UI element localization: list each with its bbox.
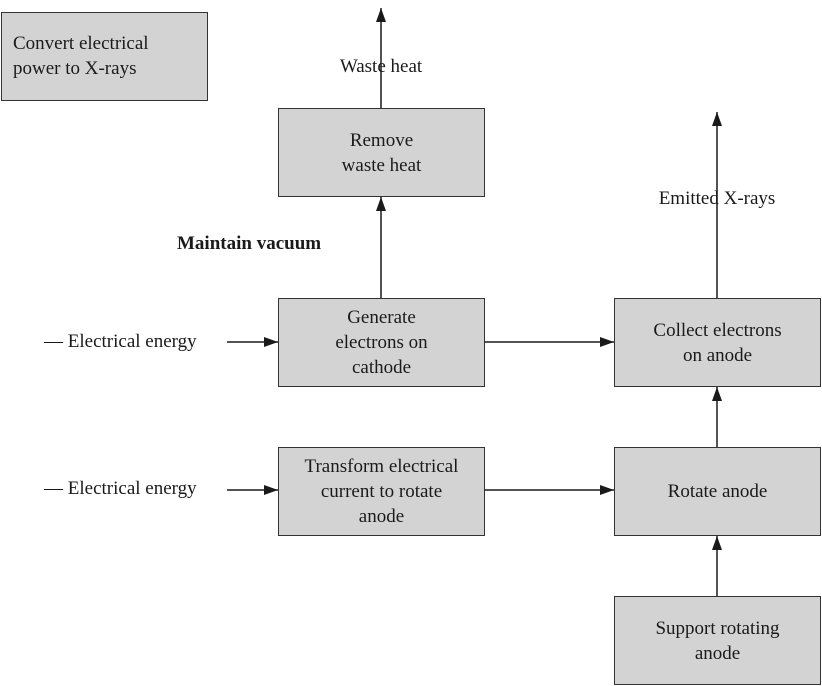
electrical-energy-label-top: — Electrical energy	[44, 331, 197, 352]
remove-waste-heat-label: Remove waste heat	[341, 129, 422, 176]
rotate-anode-label: Rotate anode	[667, 481, 768, 502]
electrical-energy-label-bottom: — Electrical energy	[44, 478, 197, 499]
collect-electrons-label: Collect electrons on anode	[653, 319, 782, 366]
generate-electrons-box: Generate electrons on cathode	[278, 298, 485, 387]
support-anode-box: Support rotating anode	[614, 596, 821, 685]
transform-current-box: Transform electrical current to rotate a…	[278, 447, 485, 536]
title-box: Convert electrical power to X-rays	[1, 12, 208, 101]
generate-electrons-label: Generate electrons on cathode	[335, 307, 428, 378]
maintain-vacuum-label: Maintain vacuum	[177, 233, 322, 254]
remove-waste-heat-box: Remove waste heat	[278, 108, 485, 197]
collect-electrons-box: Collect electrons on anode	[614, 298, 821, 387]
rotate-anode-box: Rotate anode	[614, 447, 821, 536]
transform-current-label: Transform electrical current to rotate a…	[304, 456, 459, 527]
support-anode-label: Support rotating anode	[655, 617, 780, 664]
diagram-title: Convert electrical power to X-rays	[13, 33, 149, 79]
